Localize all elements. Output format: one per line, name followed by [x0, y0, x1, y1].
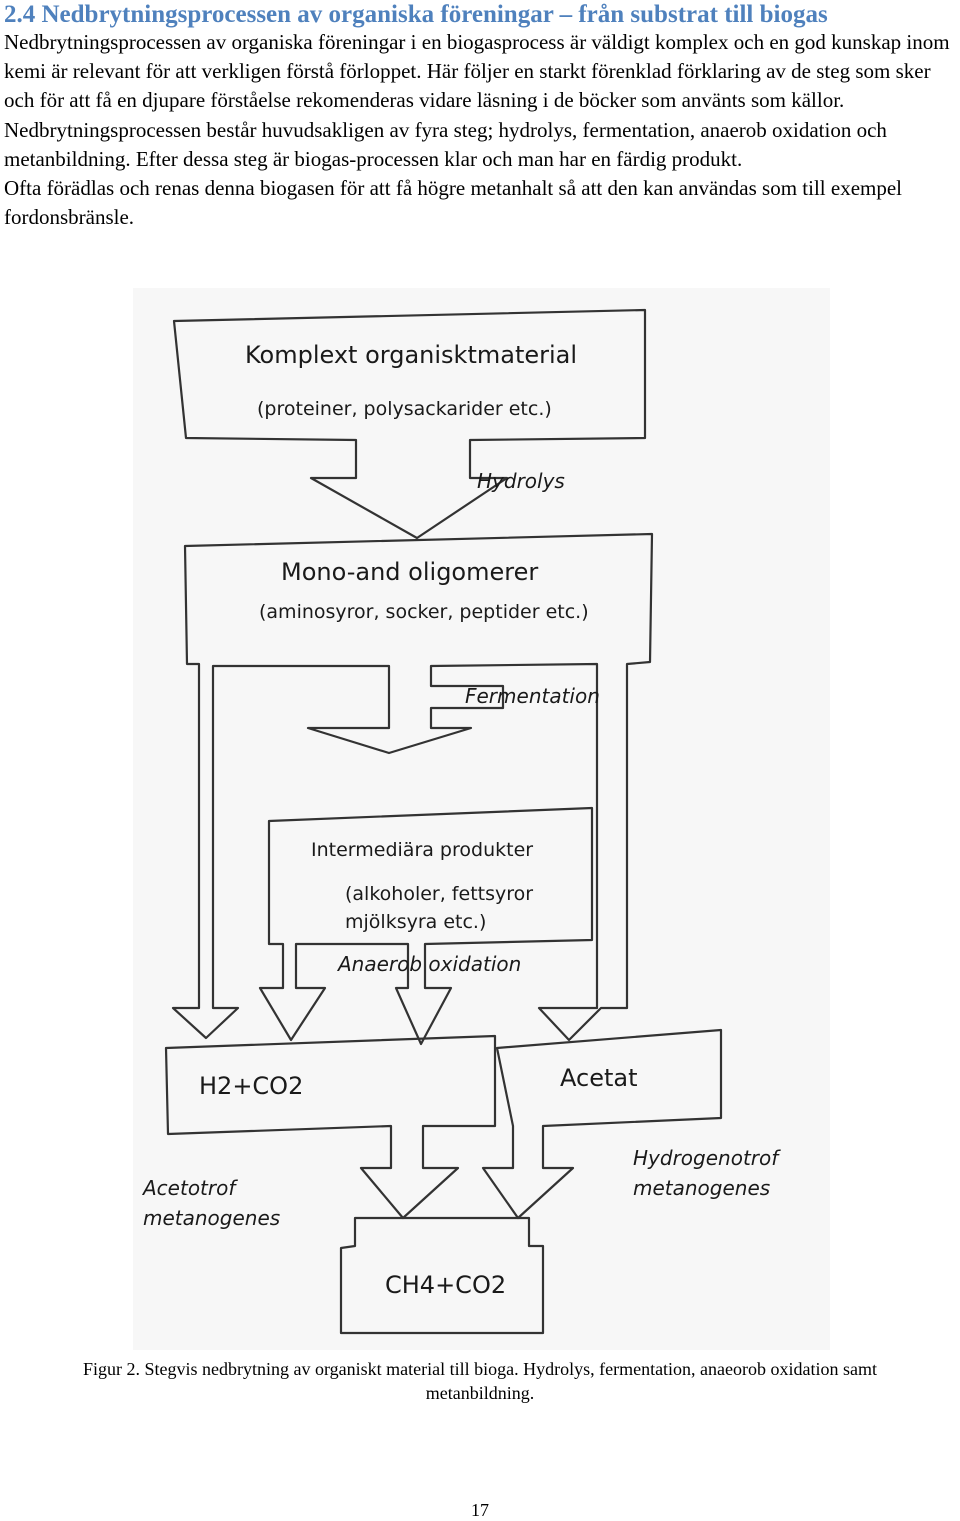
box2-title: Mono-and oligomerer: [281, 558, 538, 586]
label-acetotrof-metanogenes: metanogenes: [143, 1206, 280, 1230]
box5-outline: [481, 1028, 723, 1220]
paragraph-2: Ofta förädlas och renas denna biogasen f…: [4, 176, 903, 230]
caption-line-1: Figur 2. Stegvis nedbrytning av organisk…: [82, 1359, 878, 1379]
step-anaerob-oxidation: Anaerob oxidation: [336, 952, 521, 976]
figure-caption: Figur 2. Stegvis nedbrytning av organisk…: [0, 1357, 960, 1405]
caption-line-2: metanbildning.: [425, 1383, 535, 1403]
page-number: 17: [471, 1500, 489, 1520]
body-text: Nedbrytningsprocessen av organiska fören…: [4, 28, 960, 232]
box-acetat: Acetat: [560, 1064, 637, 1092]
label-hydrogenotrof-metanogenes: metanogenes: [633, 1176, 770, 1200]
process-diagram: Komplext organisktmaterial (proteiner, p…: [133, 288, 830, 1350]
box3-title: Intermediära produkter: [311, 839, 533, 861]
label-acetotrof: Acetotrof: [141, 1176, 238, 1200]
box-ch4-co2: CH4+CO2: [385, 1271, 506, 1299]
label-hydrogenotrof: Hydrogenotrof: [633, 1146, 781, 1170]
section-heading: 2.4 Nedbrytningsprocessen av organiska f…: [4, 1, 828, 28]
box3-subtitle-1: (alkoholer, fettsyror: [345, 883, 533, 905]
paragraph-1: Nedbrytningsprocessen av organiska fören…: [4, 30, 950, 171]
box4-outline: [164, 1034, 497, 1220]
box3-outline: [258, 806, 594, 1046]
step-hydrolys: Hydrolys: [477, 469, 565, 493]
box2-subtitle: (aminosyror, socker, peptider etc.): [259, 601, 589, 623]
box-h2-co2: H2+CO2: [199, 1072, 303, 1100]
box1-title: Komplext organisktmaterial: [245, 341, 577, 369]
box6-outline: [339, 1216, 545, 1335]
box1-outline: [172, 308, 647, 540]
box1-subtitle: (proteiner, polysackarider etc.): [257, 398, 552, 420]
box3-subtitle-2: mjölksyra etc.): [345, 911, 486, 933]
step-fermentation: Fermentation: [465, 684, 600, 708]
box2-outline: [171, 532, 654, 1042]
